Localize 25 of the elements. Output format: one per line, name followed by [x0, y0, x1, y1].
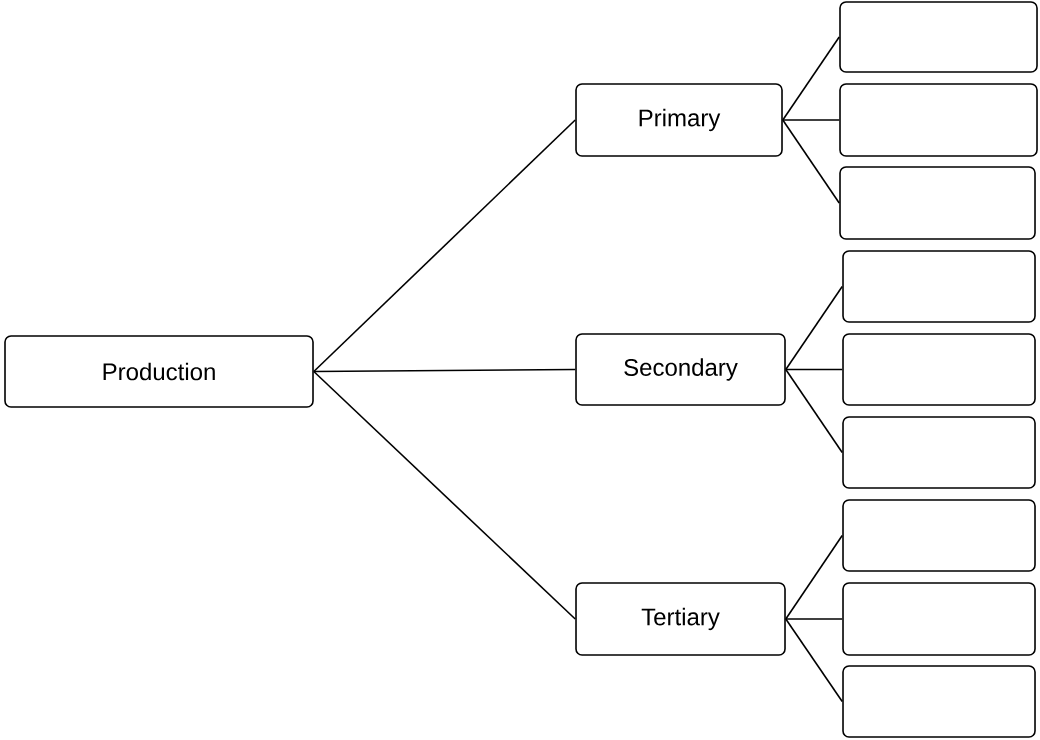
connector-line — [785, 368, 843, 454]
empty-box — [839, 1, 1038, 73]
empty-box — [839, 83, 1038, 157]
empty-box — [839, 166, 1036, 240]
connector-line — [785, 534, 843, 620]
connector-line — [785, 618, 843, 703]
connector-line — [785, 368, 843, 371]
empty-box — [842, 582, 1036, 656]
node-box: Tertiary — [575, 582, 786, 656]
empty-box — [842, 416, 1036, 489]
connector-line — [313, 368, 576, 373]
connector-line — [785, 618, 843, 620]
connector-line — [785, 285, 843, 371]
node-box: Primary — [575, 83, 783, 157]
node-box: Secondary — [575, 333, 786, 406]
connector-line — [782, 119, 840, 121]
empty-box — [842, 665, 1036, 738]
empty-box — [842, 499, 1036, 572]
node-box: Production — [4, 335, 314, 408]
connector-line — [782, 119, 840, 204]
empty-box — [842, 333, 1036, 406]
connector-line — [313, 370, 576, 620]
empty-box — [842, 250, 1036, 323]
connector-line — [313, 119, 576, 373]
connector-line — [782, 36, 840, 121]
